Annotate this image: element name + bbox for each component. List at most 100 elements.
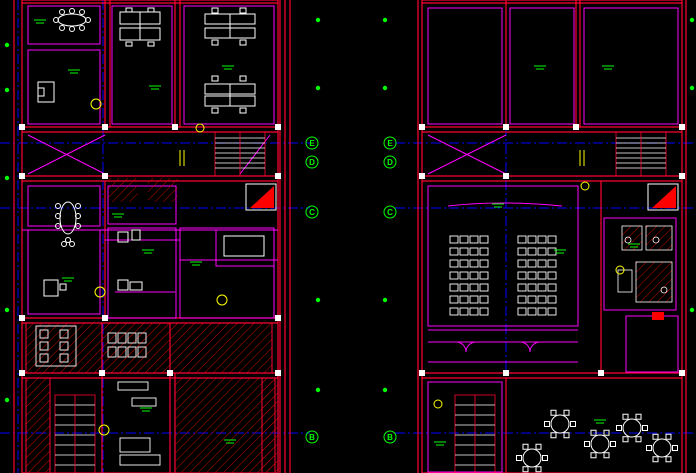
chair-icon [537, 307, 547, 316]
chair-icon [449, 307, 459, 316]
auditorium-seats [449, 235, 557, 316]
grid-bubble-icon [305, 430, 319, 444]
chair-icon [544, 421, 550, 427]
chair-icon [517, 295, 527, 304]
column-icon [679, 173, 685, 179]
column-icon [19, 124, 685, 376]
column-icon [167, 370, 173, 376]
column-icon [419, 370, 425, 376]
chair-icon [610, 441, 616, 447]
column-icon [19, 370, 25, 376]
chair-icon [449, 247, 459, 256]
column-icon [503, 173, 509, 179]
chair-icon [537, 295, 547, 304]
column-icon [598, 370, 604, 376]
axis-label-left-d: D [309, 158, 315, 167]
left-plan-partitions [22, 5, 278, 319]
chair-icon [449, 271, 459, 280]
chair-icon [449, 259, 459, 268]
chair-icon [479, 283, 489, 292]
chair-icon [547, 271, 557, 280]
chair-icon [584, 441, 590, 447]
chair-icon [665, 433, 672, 440]
column-icon [102, 315, 108, 321]
axis-label-right-e: E [387, 139, 393, 148]
grid-dot [315, 387, 321, 393]
chair-icon [622, 436, 629, 443]
chair-icon [590, 452, 597, 459]
shaft-marker [245, 183, 277, 211]
chair-icon [522, 466, 529, 473]
grid-bubble-icon [383, 155, 397, 169]
chair-icon [527, 283, 537, 292]
grid-dot [4, 397, 10, 403]
room-annotations [4, 17, 695, 446]
chair-icon [570, 421, 576, 427]
grid-dot [689, 85, 695, 91]
axis-label-right-d: D [387, 158, 393, 167]
column-icon [275, 370, 281, 376]
axis-label-left-e: E [309, 139, 315, 148]
chair-icon [527, 235, 537, 244]
round-table-icon [590, 434, 610, 454]
column-icon [102, 173, 108, 179]
column-icon [102, 124, 108, 130]
grid-bubble-icon [383, 205, 397, 219]
grid-dot [4, 175, 10, 181]
chair-icon [449, 283, 459, 292]
chair-icon [646, 445, 652, 451]
grid-dot [689, 17, 695, 23]
stair-icon-lower [54, 394, 96, 473]
chair-icon [469, 235, 479, 244]
chair-icon [459, 283, 469, 292]
round-table-icon [550, 414, 570, 434]
chair-icon [517, 247, 527, 256]
column-icon [99, 370, 105, 376]
column-icon [503, 370, 509, 376]
chair-icon [517, 271, 527, 280]
chair-icon [537, 259, 547, 268]
chair-icon [469, 283, 479, 292]
round-table-icon [516, 409, 678, 473]
chair-icon [547, 235, 557, 244]
chair-icon [563, 409, 570, 416]
chair-icon [479, 259, 489, 268]
chair-icon [550, 432, 557, 439]
round-table-icon [522, 448, 542, 468]
chair-icon [479, 307, 489, 316]
chair-icon [563, 432, 570, 439]
chair-icon [469, 247, 479, 256]
column-icon [172, 124, 178, 130]
chair-icon [449, 295, 459, 304]
right-corridor-cross [427, 134, 507, 175]
grid-dot [382, 297, 388, 303]
chair-icon [652, 456, 659, 463]
chair-icon [469, 259, 479, 268]
column-icon [275, 173, 281, 179]
round-table-icon [622, 418, 642, 438]
chair-icon [517, 307, 527, 316]
grid-dot [315, 85, 321, 91]
chair-icon [616, 425, 622, 431]
conference-table-icon [53, 8, 91, 32]
grid-dot [382, 17, 388, 23]
chair-icon [517, 283, 527, 292]
chair-icon [449, 235, 459, 244]
door-swing-icon [447, 202, 563, 353]
chair-icon [459, 295, 469, 304]
chair-icon [537, 247, 547, 256]
grid-axis-labels: E D C B E D C B [309, 139, 393, 442]
column-icon [679, 370, 685, 376]
column-icon [19, 173, 25, 179]
chair-icon [459, 235, 469, 244]
chair-icon [527, 271, 537, 280]
column-icon [19, 124, 25, 130]
grid-bubble-icon [305, 205, 319, 219]
wc-fixture-icon [617, 225, 673, 320]
grid-dot [315, 297, 321, 303]
column-icon [573, 124, 579, 130]
stair-icon [214, 131, 266, 177]
chair-icon [469, 271, 479, 280]
chair-icon [527, 295, 537, 304]
